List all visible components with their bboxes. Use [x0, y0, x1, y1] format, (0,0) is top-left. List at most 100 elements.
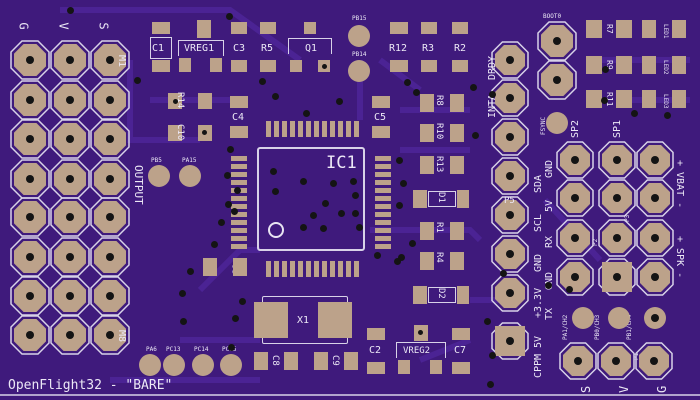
serial-pin-1-2-drill	[651, 194, 659, 202]
right-col-pin-4-drill	[506, 211, 514, 219]
d2-pad-a	[413, 286, 427, 304]
ic1-pin-bottom-8	[330, 261, 335, 277]
c1-pad-a	[152, 22, 170, 34]
ic1-pin-bottom-5	[306, 261, 311, 277]
label-pb0-ch3: PB0/CH3	[594, 314, 601, 340]
ic1-pin-top-4	[298, 121, 303, 137]
vreg1-pad-3	[210, 58, 222, 72]
c6-pad-a	[203, 258, 217, 276]
c2-pad-a	[367, 328, 385, 340]
ic1-pin-bottom-6	[314, 261, 319, 277]
pb1-ch4-via	[651, 314, 659, 322]
vreg1-pad-1	[179, 58, 191, 72]
vreg2-pad-3	[430, 360, 442, 374]
label-m1: M1	[116, 55, 127, 68]
ic1-via-9	[310, 212, 317, 219]
label-r7: R7	[605, 24, 614, 34]
ic1-pin-right-0	[375, 156, 391, 161]
c6-pad-b	[233, 258, 247, 276]
ic1-pin-right-6	[375, 204, 391, 209]
board-via-6	[303, 110, 310, 117]
label-c8: C8	[270, 355, 280, 366]
pc14-testpoint	[192, 354, 214, 376]
vreg2-via	[418, 330, 423, 335]
boot0-pin-0-drill	[553, 37, 561, 45]
board-via-16	[231, 208, 238, 215]
right-col-pin-6-drill	[506, 289, 514, 297]
board-via-38	[601, 97, 608, 104]
r1-pad-a	[420, 222, 434, 240]
c10-via	[202, 130, 207, 135]
left-header-pin-6-2-drill	[106, 292, 114, 300]
pa1-ch2-testpoint	[572, 307, 594, 329]
ic1-pin-left-8	[231, 220, 247, 225]
left-header-pin-0-2-drill	[106, 56, 114, 64]
r11-pad-a	[586, 90, 602, 108]
label-r4: R4	[434, 252, 444, 263]
ic1-via-2	[300, 178, 307, 185]
c7-pad-a	[452, 328, 470, 340]
label-led1: LED1	[662, 24, 669, 39]
label-spk: + SPK -	[674, 236, 685, 279]
label-pb15: PB15	[352, 15, 367, 22]
serial-outline-2-0	[556, 219, 594, 257]
r7-pad-a	[586, 20, 602, 38]
serial-outline-0-0	[556, 141, 594, 179]
led2-pad-a	[642, 56, 656, 74]
ic1-body	[257, 147, 365, 251]
r14-via	[173, 99, 178, 104]
r4-pad-b	[450, 252, 464, 270]
c2-pad-b	[367, 362, 385, 374]
rx-header-outline-0	[559, 342, 597, 380]
ic1-via-5	[352, 192, 359, 199]
ic1-pin-right-1	[375, 164, 391, 169]
board-via-4	[272, 93, 279, 100]
board-via-1	[226, 13, 233, 20]
label-bottom-s: S	[579, 385, 593, 393]
r11-pad-b	[616, 90, 632, 108]
left-header-pin-2-1-drill	[66, 135, 74, 143]
label-c2: C2	[369, 345, 382, 356]
left-header-outline-5-2	[90, 237, 130, 277]
d2-outline	[428, 287, 456, 303]
left-header-pin-5-1-drill	[66, 253, 74, 261]
board-via-35	[545, 282, 552, 289]
r8-pad-b	[450, 94, 464, 112]
board-via-25	[374, 252, 381, 259]
label-bottom-v: V	[617, 385, 631, 393]
left-header-pin-1-2-drill	[106, 96, 114, 104]
label-r13: R13	[434, 156, 444, 173]
q1-via	[322, 64, 327, 69]
board-via-0	[67, 7, 74, 14]
label-gnd-left: GND	[533, 253, 544, 272]
serial-outline-0-2	[636, 141, 674, 179]
q1-pad-top	[304, 22, 316, 34]
serial-pin-0-2-drill	[651, 156, 659, 164]
pb14-testpoint	[348, 60, 370, 82]
ic1-pin-top-3	[290, 121, 295, 137]
board-via-27	[400, 180, 407, 187]
label-sp1: SP1	[612, 119, 623, 138]
board-via-12	[227, 146, 234, 153]
r4-pad-a	[420, 252, 434, 270]
label-p3: P3	[624, 214, 631, 222]
ic1-pin-right-9	[375, 228, 391, 233]
label-3v3: +3.3V	[533, 287, 544, 318]
boot0-pin-1-drill	[553, 76, 561, 84]
board-via-36	[566, 286, 573, 293]
label-r1: R1	[434, 222, 444, 233]
board-via-17	[211, 241, 218, 248]
left-header-outline-0-2	[90, 40, 130, 80]
serial-pin-3-1-drill	[613, 273, 621, 281]
left-header-pin-6-1-drill	[66, 292, 74, 300]
left-header-pin-0-0-drill	[26, 56, 34, 64]
label-pa15: PA15	[182, 157, 197, 164]
ic1-pin-left-2	[231, 172, 247, 177]
ic1-pin-right-2	[375, 172, 391, 177]
left-header-outline-4-1	[50, 197, 90, 237]
ic1-pin-left-11	[231, 244, 247, 249]
serial-pin-1-0-drill	[571, 194, 579, 202]
label-cppm: CPPM	[533, 353, 544, 378]
ic1-via-4	[350, 178, 357, 185]
label-c7: C7	[454, 345, 467, 356]
